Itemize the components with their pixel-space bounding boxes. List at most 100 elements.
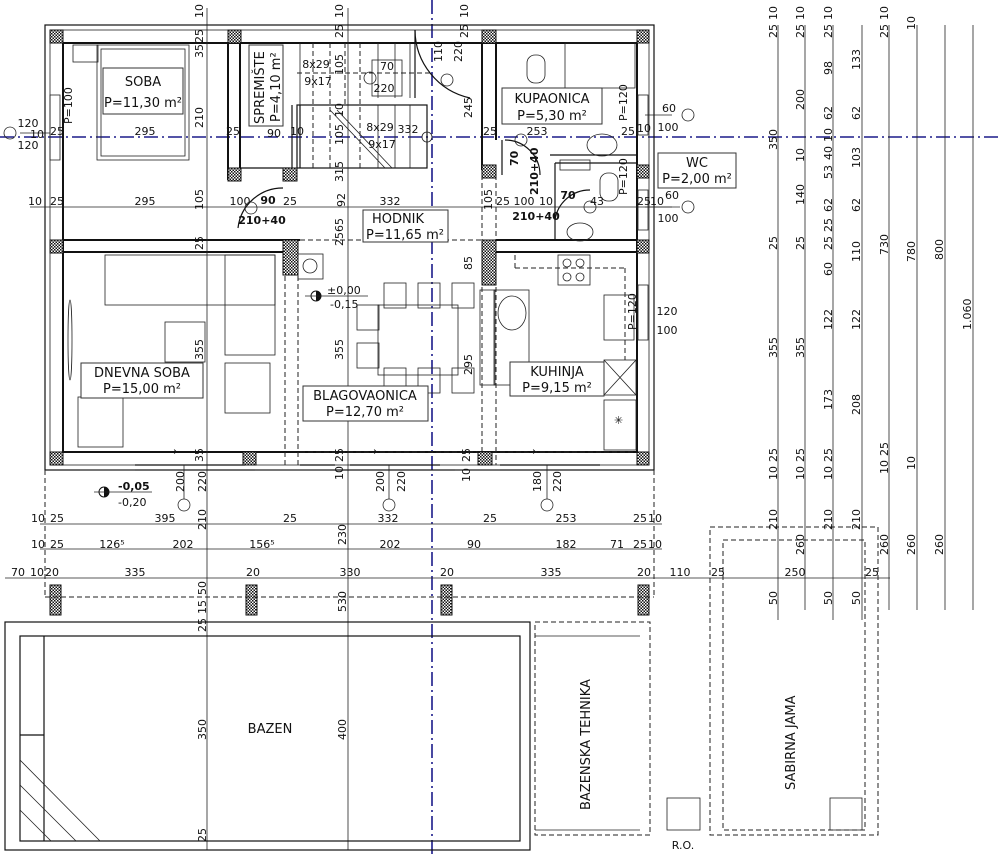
dimension-label: 25 bbox=[633, 512, 647, 525]
dimension-label: 220 bbox=[452, 41, 465, 62]
dimension-label: 355 bbox=[333, 339, 346, 360]
sink bbox=[586, 133, 618, 157]
dimension-label: 253 bbox=[527, 125, 548, 138]
dimension-label: 100 bbox=[658, 121, 679, 134]
coffee-table bbox=[164, 321, 206, 363]
dimension-label: 530 bbox=[336, 591, 349, 612]
dimension-label: 25 bbox=[333, 24, 346, 38]
dimension-label: 10 bbox=[458, 4, 471, 18]
dimension-label: 10 bbox=[767, 6, 780, 20]
dimension-label: 260 bbox=[933, 534, 946, 555]
dimension-label: 210 bbox=[196, 509, 209, 530]
dimension-label: 335 bbox=[541, 566, 562, 579]
dimension-label: 25 bbox=[50, 538, 64, 551]
dimension-label: 25 bbox=[633, 538, 647, 551]
dimension-label: 25 bbox=[711, 566, 725, 579]
dimension-label: 25 bbox=[794, 448, 807, 462]
dimension-label: 10 bbox=[333, 466, 346, 480]
dimension-label: 10 bbox=[193, 4, 206, 18]
dimension-label: 105 bbox=[333, 124, 346, 145]
dimension-label: 335 bbox=[125, 566, 146, 579]
column bbox=[49, 239, 64, 254]
column bbox=[481, 164, 497, 179]
level-exterior-top: -0,05 bbox=[118, 480, 150, 493]
dimension-label: 10 bbox=[290, 125, 304, 138]
dimension-label: 220 bbox=[395, 471, 408, 492]
arrow-right-icon: → bbox=[368, 445, 377, 458]
dimension-label: 355 bbox=[767, 337, 780, 358]
dimension-label: 122 bbox=[822, 309, 835, 330]
dimension-label: 50 bbox=[767, 591, 780, 605]
dimension-label: 1.060 bbox=[961, 299, 974, 331]
room-label-soba: SOBA P=11,30 m² bbox=[102, 67, 184, 115]
structural-columns bbox=[49, 29, 650, 616]
room-label-blagovaonica: BLAGOVAONICA P=12,70 m² bbox=[302, 385, 429, 422]
column bbox=[481, 239, 497, 286]
dimension-label: 295 bbox=[135, 125, 156, 138]
dimension-label: 62 bbox=[822, 198, 835, 212]
dimension-label: 122 bbox=[850, 309, 863, 330]
dimension-label: 35 bbox=[193, 448, 206, 462]
dimension-label: 350 bbox=[767, 129, 780, 150]
dimension-label: 800 bbox=[933, 239, 946, 260]
dimension-label: 60 bbox=[662, 102, 676, 115]
dimension-label: 10 bbox=[31, 512, 45, 525]
dimension-label: 20 bbox=[440, 566, 454, 579]
room-name: SPREMIŠTE bbox=[252, 51, 268, 124]
dimension-label: 332 bbox=[398, 123, 419, 136]
dimension-label: 120 bbox=[18, 117, 39, 130]
column bbox=[636, 239, 650, 254]
tv bbox=[67, 299, 73, 381]
dimension-label: 260 bbox=[794, 534, 807, 555]
inspection-shaft-label: R.O. bbox=[672, 839, 694, 852]
room-area: P=4,10 m² bbox=[269, 52, 284, 122]
bathtub bbox=[564, 42, 636, 89]
dimension-label: 100 bbox=[230, 195, 251, 208]
dimension-label: 10 bbox=[648, 512, 662, 525]
room-name: DNEVNA SOBA bbox=[94, 366, 190, 381]
dimension-label: 202 bbox=[380, 538, 401, 551]
pool-equipment-label: BAZENSKA TEHNIKA bbox=[579, 679, 594, 810]
dimension-label: 50 bbox=[850, 591, 863, 605]
dimension-label: 355 bbox=[794, 337, 807, 358]
dimension-label: 98 bbox=[822, 61, 835, 75]
dimension-label: 25 bbox=[767, 24, 780, 38]
room-name: SOBA bbox=[125, 75, 161, 90]
dimension-label: P=100 bbox=[62, 87, 75, 124]
dimension-label: 10 bbox=[794, 148, 807, 162]
dimension-label: 210 bbox=[193, 107, 206, 128]
annotation-label: P=120 bbox=[617, 84, 630, 121]
dimension-label: 25 bbox=[196, 828, 209, 842]
annotation-label: 70 bbox=[508, 150, 521, 166]
dimension-label: 25 bbox=[283, 512, 297, 525]
dimension-label: 260 bbox=[905, 534, 918, 555]
dimension-label: 10 bbox=[637, 122, 651, 135]
septic-tank-label: SABIRNA JAMA bbox=[784, 695, 799, 790]
dimension-label: 100 bbox=[658, 212, 679, 225]
pool: BAZEN bbox=[4, 621, 531, 851]
dimension-label: 60 bbox=[822, 262, 835, 276]
dimension-label: 20 bbox=[246, 566, 260, 579]
room-area: P=9,15 m² bbox=[522, 381, 592, 396]
dimension-label: 330 bbox=[340, 566, 361, 579]
dimension-label: 10 bbox=[30, 566, 44, 579]
room-label-kupaonica: KUPAONICA P=5,30 m² bbox=[501, 87, 603, 125]
dimension-label: 25 bbox=[767, 236, 780, 250]
column bbox=[49, 451, 64, 466]
dimension-label: 25 bbox=[193, 236, 206, 250]
room-label-hodnik: HODNIK P=11,65 m² bbox=[362, 209, 449, 243]
dimension-label: 120 bbox=[657, 305, 678, 318]
dimension-label: 332 bbox=[380, 195, 401, 208]
toilet bbox=[599, 172, 619, 202]
annotation-label: 8x29 bbox=[366, 121, 394, 134]
level-interior-top: ±0,00 bbox=[327, 284, 361, 297]
dimension-label: 332 bbox=[378, 512, 399, 525]
dimension-label: 25 bbox=[637, 195, 651, 208]
dimension-label: 25 bbox=[50, 512, 64, 525]
annotation-label: 70 bbox=[560, 189, 576, 202]
dimension-label: 355 bbox=[193, 339, 206, 360]
column bbox=[636, 451, 650, 466]
dimension-label: 10 bbox=[28, 195, 42, 208]
dimension-label: 20 bbox=[637, 566, 651, 579]
dimension-label: 220 bbox=[196, 471, 209, 492]
